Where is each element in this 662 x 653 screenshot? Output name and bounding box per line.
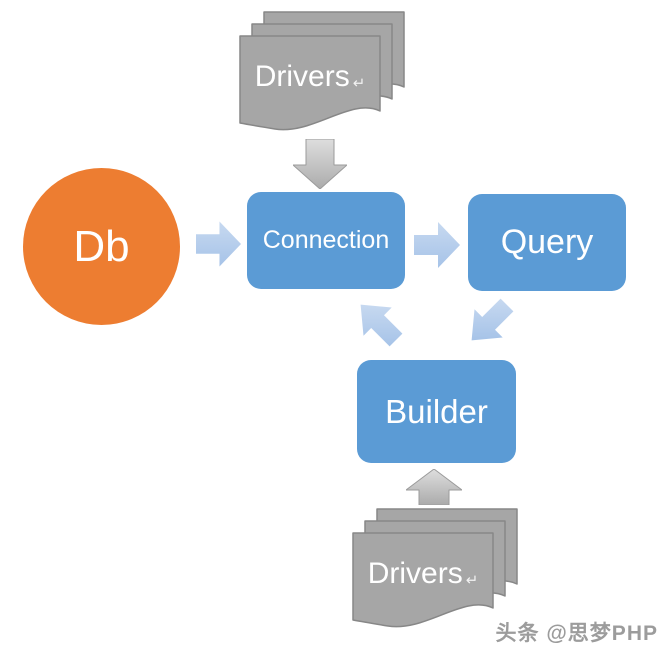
connection-label: Connection bbox=[262, 226, 390, 254]
arrow-drivers-to-connection-icon bbox=[293, 139, 347, 189]
arrow-connection-to-query-icon bbox=[414, 222, 460, 268]
arrow-builder-to-connection-icon bbox=[360, 304, 403, 347]
arrow-db-to-connection-icon bbox=[196, 221, 241, 267]
query-label: Query bbox=[500, 223, 594, 261]
node-query: Query bbox=[468, 194, 626, 291]
db-label: Db bbox=[73, 221, 130, 271]
builder-label: Builder bbox=[385, 392, 488, 430]
node-db: Db bbox=[23, 168, 180, 325]
document-shape-front bbox=[352, 532, 494, 628]
document-stack-icon bbox=[352, 508, 518, 628]
node-connection: Connection bbox=[247, 192, 405, 289]
arrow-drivers-to-builder-icon bbox=[406, 469, 462, 505]
node-drivers-top: Drivers ↵ bbox=[239, 11, 405, 133]
node-builder: Builder bbox=[357, 360, 516, 463]
node-drivers-bottom: Drivers ↵ bbox=[352, 508, 518, 630]
document-shape-front bbox=[239, 35, 381, 131]
watermark: 头条 @思梦PHP bbox=[495, 622, 658, 645]
arrow-query-to-builder-icon bbox=[471, 298, 514, 341]
document-stack-icon bbox=[239, 11, 405, 131]
